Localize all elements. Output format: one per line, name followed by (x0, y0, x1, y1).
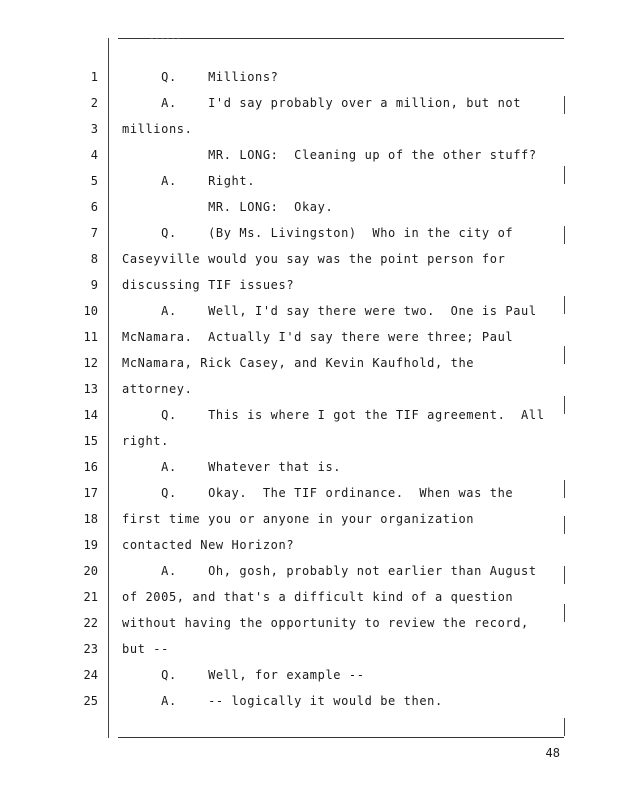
line-text: Q. (By Ms. Livingston) Who in the city o… (122, 226, 514, 240)
transcript-line: 22 without having the opportunity to rev… (0, 610, 618, 636)
line-text: of 2005, and that's a difficult kind of … (122, 590, 514, 604)
line-text: McNamara. Actually I'd say there were th… (122, 330, 514, 344)
transcript-line: 17 Q. Okay. The TIF ordinance. When was … (0, 480, 618, 506)
line-text: A. Oh, gosh, probably not earlier than A… (122, 564, 537, 578)
line-number: 6 (90, 200, 98, 214)
right-margin-tick (564, 226, 565, 244)
line-number: 7 (90, 226, 98, 240)
right-margin-tick (564, 718, 565, 736)
transcript-line: 2 A. I'd say probably over a million, bu… (0, 90, 618, 116)
transcript-line: 6 MR. LONG: Okay. (0, 194, 618, 220)
line-text: first time you or anyone in your organiz… (122, 512, 475, 526)
page-number: 48 (545, 746, 560, 760)
right-margin-tick (564, 480, 565, 498)
line-text: McNamara, Rick Casey, and Kevin Kaufhold… (122, 356, 475, 370)
line-number: 3 (90, 122, 98, 136)
line-number: 13 (83, 382, 98, 396)
line-text: millions. (122, 122, 193, 136)
transcript-line: 24 Q. Well, for example -- (0, 662, 618, 688)
line-text: contacted New Horizon? (122, 538, 295, 552)
right-margin-tick (564, 396, 565, 414)
left-margin-rule (108, 38, 109, 738)
transcript-line: 9 discussing TIF issues? (0, 272, 618, 298)
line-text: MR. LONG: Cleaning up of the other stuff… (122, 148, 537, 162)
transcript-line: 19 contacted New Horizon? (0, 532, 618, 558)
transcript-line: 1 Q. Millions? (0, 64, 618, 90)
line-text: A. I'd say probably over a million, but … (122, 96, 522, 110)
right-margin-tick (564, 346, 565, 364)
transcript-line: 10 A. Well, I'd say there were two. One … (0, 298, 618, 324)
line-text: Q. Well, for example -- (122, 668, 365, 682)
line-text: but -- (122, 642, 169, 656)
transcript-line: 20 A. Oh, gosh, probably not earlier tha… (0, 558, 618, 584)
line-number: 24 (83, 668, 98, 682)
line-text: without having the opportunity to review… (122, 616, 529, 630)
line-text: discussing TIF issues? (122, 278, 295, 292)
transcript-line: 16 A. Whatever that is. (0, 454, 618, 480)
line-number: 9 (90, 278, 98, 292)
line-number: 21 (83, 590, 98, 604)
line-number: 25 (83, 694, 98, 708)
transcript-line: 5 A. Right. (0, 168, 618, 194)
line-number: 1 (90, 70, 98, 84)
transcript-line: 12 McNamara, Rick Casey, and Kevin Kaufh… (0, 350, 618, 376)
line-text: MR. LONG: Okay. (122, 200, 334, 214)
transcript-line: 23 but -- (0, 636, 618, 662)
transcript-line: 25 A. -- logically it would be then. (0, 688, 618, 714)
line-number: 5 (90, 174, 98, 188)
line-number: 2 (90, 96, 98, 110)
line-number: 11 (83, 330, 98, 344)
line-number: 10 (83, 304, 98, 318)
line-number: 16 (83, 460, 98, 474)
transcript-line: 7 Q. (By Ms. Livingston) Who in the city… (0, 220, 618, 246)
line-text: Q. This is where I got the TIF agreement… (122, 408, 545, 422)
right-margin-tick (564, 566, 565, 584)
line-number: 19 (83, 538, 98, 552)
line-number: 8 (90, 252, 98, 266)
top-border-dash (150, 38, 180, 39)
right-margin-tick (564, 516, 565, 534)
transcript-line: 3 millions. (0, 116, 618, 142)
transcript-line: 8 Caseyville would you say was the point… (0, 246, 618, 272)
transcript-line: 13 attorney. (0, 376, 618, 402)
line-text: A. Whatever that is. (122, 460, 342, 474)
line-number: 23 (83, 642, 98, 656)
line-number: 4 (90, 148, 98, 162)
transcript-line: 18 first time you or anyone in your orga… (0, 506, 618, 532)
right-margin-tick (564, 296, 565, 314)
line-number: 22 (83, 616, 98, 630)
transcript-line: 14 Q. This is where I got the TIF agreem… (0, 402, 618, 428)
transcript-line: 15 right. (0, 428, 618, 454)
line-number: 17 (83, 486, 98, 500)
line-text: A. Well, I'd say there were two. One is … (122, 304, 537, 318)
line-text: right. (122, 434, 169, 448)
line-text: Q. Millions? (122, 70, 279, 84)
line-number: 12 (83, 356, 98, 370)
line-text: attorney. (122, 382, 193, 396)
right-margin-tick (564, 166, 565, 184)
line-text: A. -- logically it would be then. (122, 694, 443, 708)
right-margin-tick (564, 96, 565, 114)
line-number: 20 (83, 564, 98, 578)
line-number: 14 (83, 408, 98, 422)
right-margin-tick (564, 604, 565, 622)
transcript-line: 4 MR. LONG: Cleaning up of the other stu… (0, 142, 618, 168)
line-text: Caseyville would you say was the point p… (122, 252, 506, 266)
transcript-line: 11 McNamara. Actually I'd say there were… (0, 324, 618, 350)
line-text: Q. Okay. The TIF ordinance. When was the (122, 486, 514, 500)
bottom-border (118, 737, 564, 738)
line-number: 18 (83, 512, 98, 526)
transcript-line: 21 of 2005, and that's a difficult kind … (0, 584, 618, 610)
top-border (118, 38, 564, 39)
line-number: 15 (83, 434, 98, 448)
line-text: A. Right. (122, 174, 256, 188)
